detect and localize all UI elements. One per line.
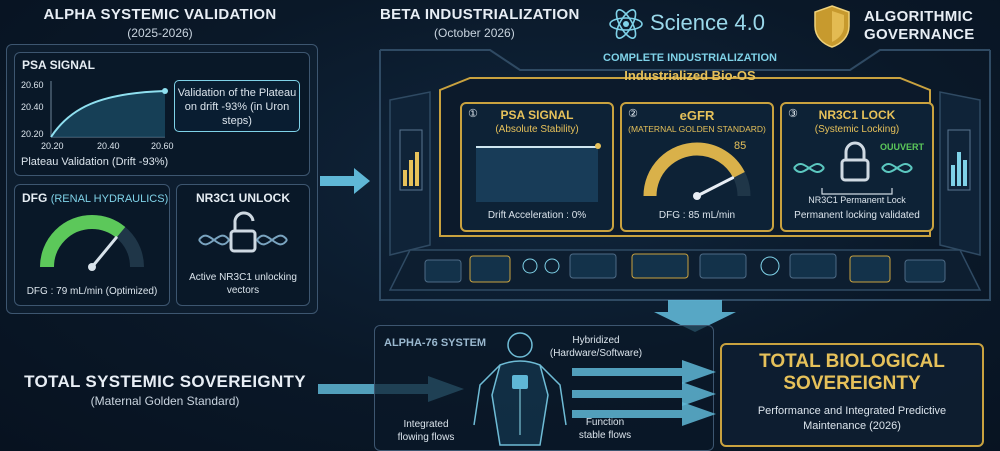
screen-nr3c1-caption: Permanent locking validated (794, 210, 920, 221)
arrow-down-icon (654, 300, 736, 332)
beta-title: BETA INDUSTRIALIZATION (380, 6, 580, 23)
governance-line2: GOVERNANCE (864, 26, 975, 43)
alpha-dfg-caption: DFG : 79 mL/min (Optimized) (26, 286, 158, 297)
alpha-psa-callout: Validation of the Plateau on drift -93% … (174, 80, 300, 132)
alpha-title: ALPHA SYSTEMIC VALIDATION (43, 6, 277, 23)
total-sovereignty-box: TOTAL BIOLOGICAL SOVEREIGNTY Performance… (720, 343, 984, 447)
screen-egfr-caption: DFG : 85 mL/min (658, 210, 736, 221)
screen-nr3c1-title: NR3C1 LOCK (818, 108, 896, 122)
screen-nr3c1-inner: NR3C1 Permanent Lock (808, 195, 906, 205)
psa-xtick-1: 20.20 (41, 141, 64, 151)
total-line3: Performance and Integrated Predictive (757, 405, 947, 417)
alpha-dfg-gauge (40, 215, 144, 271)
alpha-psa-chart (50, 81, 168, 138)
egfr-gauge (643, 142, 751, 200)
screen-nr3c1-num: ③ (788, 108, 798, 120)
screen-psa-plateau (476, 146, 598, 202)
function-line1: Function (585, 417, 625, 428)
alpha-years: (2025-2026) (127, 26, 193, 40)
hybrid-line1: Hybridized (572, 335, 620, 346)
screen-psa-title: PSA SIGNAL (500, 108, 574, 122)
alpha-nr3c1-caption: Active NR3C1 unlocking vectors (189, 272, 297, 296)
screen-egfr-value: 85 (734, 140, 747, 152)
screen-egfr-sub: (MATERNAL GOLDEN STANDARD) (628, 124, 766, 134)
cockpit-header1: COMPLETE INDUSTRIALIZATION (603, 52, 777, 64)
screen-egfr: ② eGFR (MATERNAL GOLDEN STANDARD) 85 DFG… (620, 102, 774, 232)
hybrid-line2: (Hardware/Software) (549, 348, 643, 359)
alpha-psa-panel: PSA SIGNAL 20.60 20.40 20.20 20.20 20.40… (14, 52, 310, 176)
total-line2: SOVEREIGNTY (783, 373, 921, 394)
alpha-psa-caption: Plateau Validation (Drift -93%) (21, 156, 169, 168)
cockpit-header2: Industrialized Bio-OS (624, 68, 756, 83)
flows-line2: flowing flows (397, 432, 455, 443)
screen-egfr-title: eGFR (679, 108, 715, 123)
screen-egfr-num: ② (628, 108, 638, 120)
total-line4: Maintenance (2026) (803, 420, 901, 432)
total-line1: TOTAL BIOLOGICAL (759, 351, 945, 372)
screen-psa-num: ① (468, 108, 478, 120)
screen-psa: ① PSA SIGNAL (Absolute Stability) Drift … (460, 102, 614, 232)
arrow-right-icon (320, 168, 370, 194)
system-panel (374, 325, 714, 451)
hybrid-label: Hybridized (Hardware/Software) (536, 334, 656, 360)
flows-line1: Integrated (403, 419, 449, 430)
flows-label: Integrated flowing flows (386, 418, 466, 444)
atom-icon (609, 9, 643, 39)
alpha-dfg-panel: DFG (RENAL HYDRAULICS) DFG : 79 mL/min (… (14, 184, 170, 306)
science-label: Science 4.0 (650, 10, 765, 35)
human-body-icon (473, 332, 567, 446)
shield-icon (814, 5, 850, 48)
psa-ytick-2: 20.40 (21, 102, 44, 112)
bottom-left-title: TOTAL SYSTEMIC SOVEREIGNTY (24, 372, 306, 391)
psa-xtick-3: 20.60 (151, 141, 174, 151)
beta-date: (October 2026) (434, 26, 515, 40)
alpha-dfg-title: DFG (22, 191, 48, 205)
function-label: Function stable flows (560, 416, 650, 442)
alpha-psa-title: PSA SIGNAL (22, 58, 95, 72)
alpha-nr3c1-title: NR3C1 UNLOCK (195, 191, 290, 205)
screen-nr3c1: ③ NR3C1 LOCK (Systemic Locking) OUUVERT … (780, 102, 934, 232)
system-label: ALPHA-76 SYSTEM (384, 337, 487, 349)
psa-xtick-2: 20.40 (97, 141, 120, 151)
screen-nr3c1-sub: (Systemic Locking) (814, 124, 900, 135)
psa-ytick-1: 20.60 (21, 80, 44, 90)
screen-psa-caption: Drift Acceleration : 0% (487, 210, 587, 221)
dna-lock-icon (793, 141, 913, 195)
function-line2: stable flows (578, 430, 632, 441)
screen-psa-point (595, 143, 601, 149)
flow-arrows-icon (572, 360, 716, 426)
psa-ytick-3: 20.20 (21, 129, 44, 139)
alpha-dfg-title-suffix: (RENAL HYDRAULICS) (50, 193, 169, 205)
screen-psa-sub: (Absolute Stability) (495, 124, 579, 135)
screen-nr3c1-status: OUUVERT (880, 142, 925, 152)
governance-line1: ALGORITHMIC (864, 8, 974, 25)
bottom-left-sub: (Maternal Golden Standard) (90, 394, 240, 408)
alpha-dfg-title-wrap: DFG (RENAL HYDRAULICS) (22, 191, 168, 205)
alpha-nr3c1-panel: NR3C1 UNLOCK Active NR3C1 unlocking vect… (176, 184, 310, 306)
dna-unlock-icon (198, 211, 288, 253)
